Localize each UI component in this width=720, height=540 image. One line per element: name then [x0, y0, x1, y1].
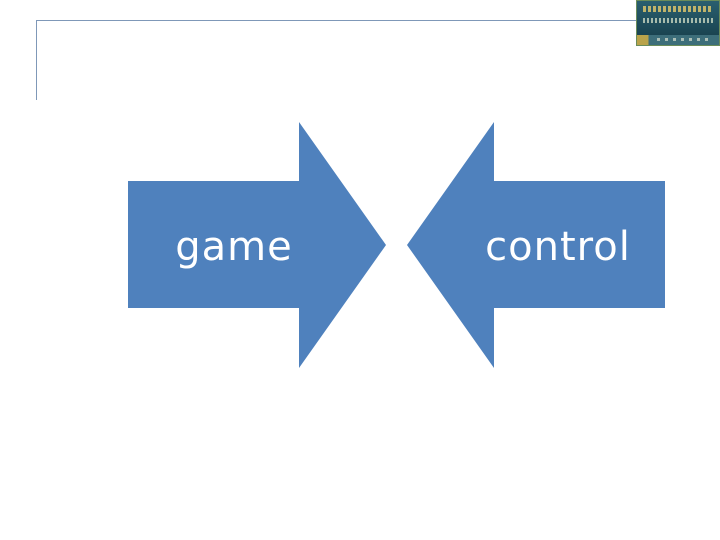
label-control: control: [485, 224, 631, 270]
slide-frame-left-line: [36, 20, 37, 100]
right-pointing-arrow: [128, 122, 386, 368]
institution-logo-icon: [636, 0, 720, 46]
left-pointing-arrow: [407, 122, 665, 368]
slide-frame-top-line: [36, 20, 636, 21]
logo-url-strip: [643, 18, 715, 23]
logo-title-strip: [643, 6, 713, 12]
label-game: game: [175, 224, 292, 270]
logo-bottom-bar: [637, 35, 719, 45]
